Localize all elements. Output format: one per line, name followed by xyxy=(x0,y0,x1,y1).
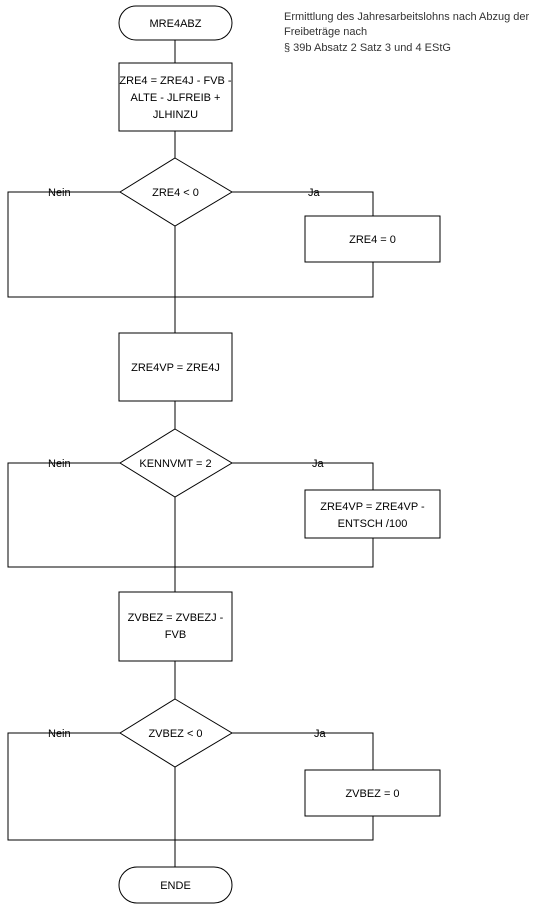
set-zvbez-label: ZVBEZ = 0 xyxy=(345,788,399,800)
calc-zvbez-line2: FVB xyxy=(165,629,186,641)
connector-no-branch-1 xyxy=(7,191,175,298)
decision-zre4-label: ZRE4 < 0 xyxy=(152,187,199,199)
process-box-zvbez-zero xyxy=(304,769,441,817)
title-note-line1: Ermittlung des Jahresarbeitslohns nach A… xyxy=(284,11,530,23)
connector-no-branch-3 xyxy=(7,732,175,841)
yes-label-2: Ja xyxy=(312,458,325,470)
decision-zvbez xyxy=(119,698,233,768)
connector-no-branch-2 xyxy=(7,462,175,568)
process-box-zvbez xyxy=(118,591,233,662)
calc-zre4-line3: JLHINZU xyxy=(153,109,198,121)
decision-kennvmt-label: KENNVMT = 2 xyxy=(139,458,211,470)
process-box-zre4 xyxy=(118,62,233,132)
set-zre4vp-line2: ENTSCH /100 xyxy=(338,518,408,530)
connector-yes-branch-1 xyxy=(232,191,374,216)
calc-zre4vp-label: ZRE4VP = ZRE4J xyxy=(131,362,220,374)
process-box-zre4-zero xyxy=(304,215,441,263)
yes-label-1: Ja xyxy=(308,187,321,199)
calc-zvbez-line1: ZVBEZ = ZVBEZJ - xyxy=(128,612,224,624)
calc-zre4-line1: ZRE4 = ZRE4J - FVB - xyxy=(119,75,231,87)
no-label-2: Nein xyxy=(48,458,71,470)
connector xyxy=(175,262,374,298)
end-terminator xyxy=(118,866,233,904)
start-terminator xyxy=(118,5,233,41)
decision-zre4 xyxy=(119,157,233,227)
title-note-line3: § 39b Absatz 2 Satz 3 und 4 EStG xyxy=(284,42,451,54)
connector xyxy=(175,538,374,568)
decision-zvbez-label: ZVBEZ < 0 xyxy=(148,728,202,740)
set-zre4-label: ZRE4 = 0 xyxy=(349,234,396,246)
connector-yes-branch-3 xyxy=(232,732,374,770)
process-box-zre4vp-entsch xyxy=(304,489,441,539)
no-label-1: Nein xyxy=(48,187,71,199)
connector xyxy=(175,816,374,841)
no-label-3: Nein xyxy=(48,728,71,740)
title-note-line2: Freibeträge nach xyxy=(284,26,367,38)
set-zre4vp-line1: ZRE4VP = ZRE4VP - xyxy=(320,501,425,513)
start-label: MRE4ABZ xyxy=(150,18,202,30)
end-label: ENDE xyxy=(160,880,191,892)
process-box-zre4vp xyxy=(118,332,233,402)
calc-zre4-line2: ALTE - JLFREIB + xyxy=(131,92,221,104)
connector-yes-branch-2 xyxy=(232,462,374,490)
yes-label-3: Ja xyxy=(314,728,327,740)
decision-kennvmt xyxy=(119,428,233,498)
